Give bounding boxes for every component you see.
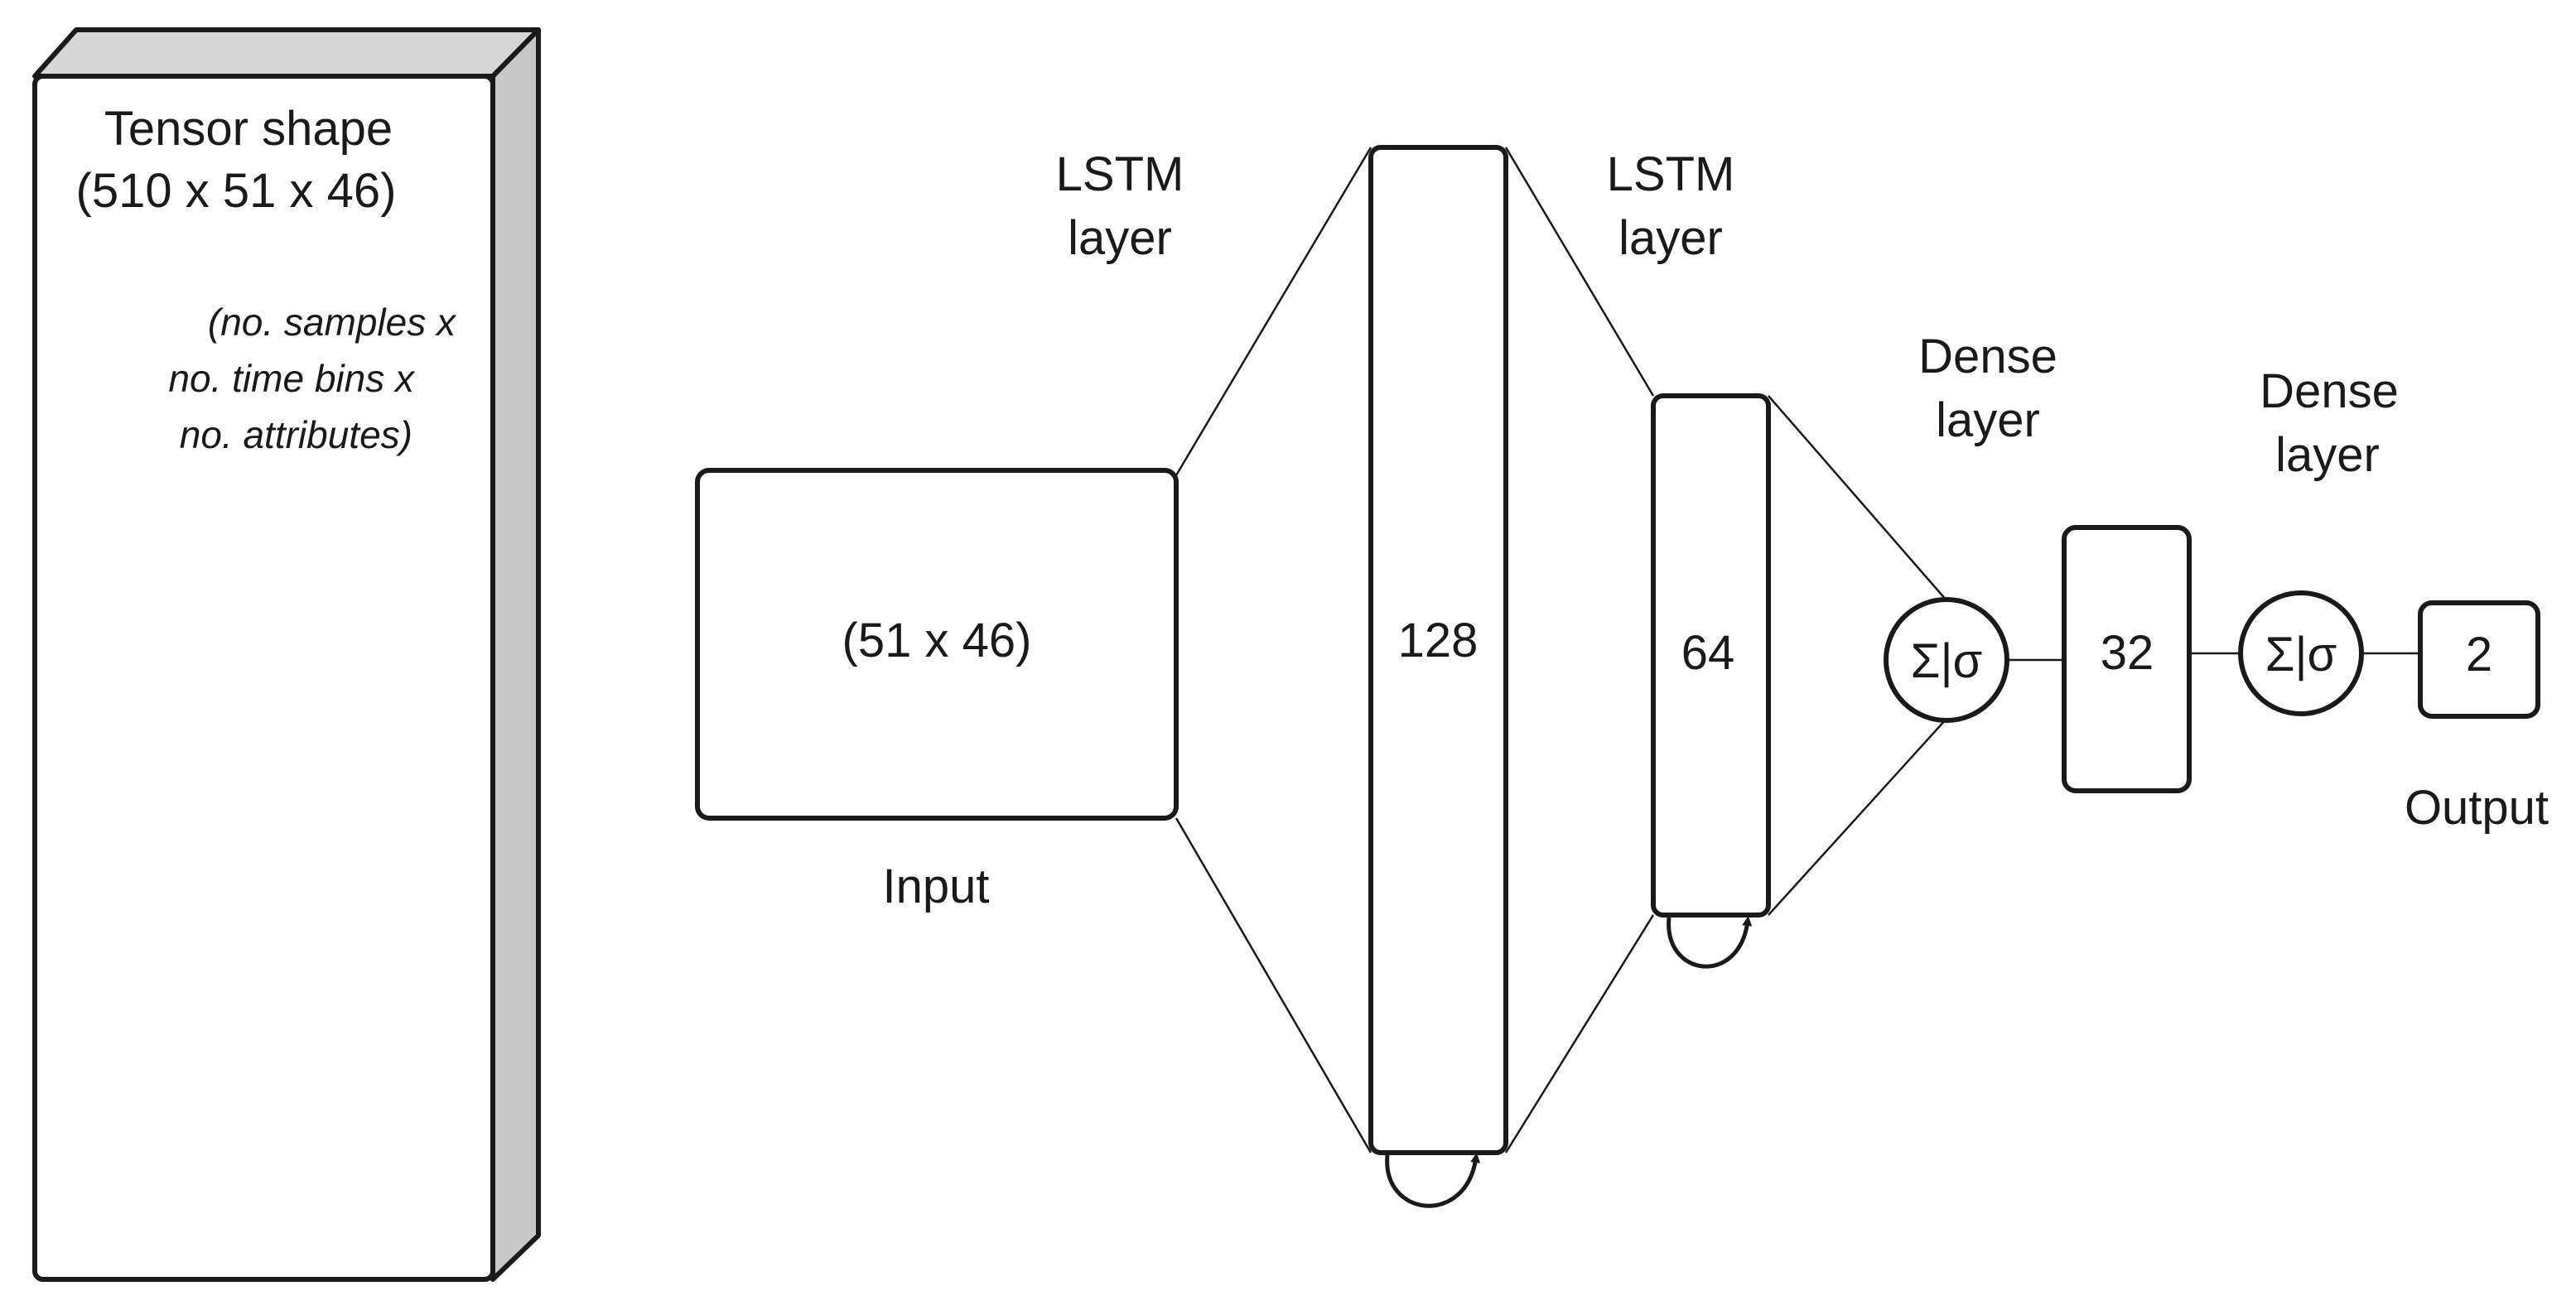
- connector-lstm1-lstm2-top: [1504, 147, 1655, 397]
- dense2-activation-node: [2238, 590, 2364, 716]
- dense-layer-1: Dense layer Σ|σ 32: [1884, 330, 2192, 793]
- lstm1-recurrent-loop-arrow: [1385, 1153, 1481, 1208]
- connector-input-lstm1-top: [1175, 147, 1372, 476]
- lstm2-units-text: 64: [1681, 626, 1735, 680]
- lstm-layer-1: LSTM layer 128: [1056, 145, 1508, 1208]
- dense1-label-line2: layer: [1936, 393, 2040, 447]
- lstm2-recurrent-loop-arrow: [1667, 916, 1753, 969]
- output-layer: 2 Output: [2405, 600, 2549, 835]
- connector-lstm2-dense1-bottom: [1768, 718, 1947, 916]
- output-units-text: 2: [2466, 628, 2492, 681]
- lstm1-units-text: 128: [1398, 614, 1479, 667]
- input-box: [695, 468, 1179, 821]
- tensor-block: Tensor shape (510 x 51 x 46) (no. sample…: [32, 27, 541, 1282]
- dense2-activation-text: Σ|σ: [2265, 628, 2337, 681]
- lstm2-label-line1: LSTM: [1607, 147, 1735, 201]
- dense1-label-line1: Dense: [1918, 330, 2057, 383]
- output-box: [2418, 600, 2540, 719]
- tensor-desc-line3: no. attributes): [180, 413, 412, 456]
- connector-input-lstm1-bottom: [1175, 817, 1372, 1153]
- lstm-layer-2: LSTM layer 64: [1607, 147, 1771, 969]
- tensor-block-side-face: [490, 27, 541, 1282]
- lstm1-label-line2: layer: [1068, 211, 1172, 265]
- input-shape-text: (51 x 46): [842, 614, 1032, 667]
- lstm1-label-line1: LSTM: [1056, 147, 1184, 201]
- lstm1-box: [1368, 145, 1508, 1155]
- tensor-block-front-face: [32, 74, 495, 1282]
- output-label: Output: [2405, 781, 2549, 835]
- tensor-desc-line1: (no. samples x: [208, 301, 457, 344]
- dense1-units-text: 32: [2101, 626, 2154, 680]
- tensor-title-line2: (510 x 51 x 46): [76, 164, 397, 218]
- lstm2-label-line2: layer: [1618, 211, 1723, 265]
- connector-lstm2-dense1-top: [1768, 395, 1947, 601]
- tensor-block-top-face: [32, 27, 541, 79]
- input-layer: (51 x 46) Input: [695, 468, 1179, 913]
- dense2-label-line1: Dense: [2260, 364, 2399, 418]
- dense1-activation-node: [1884, 597, 2009, 723]
- dense2-label-line2: layer: [2275, 428, 2380, 482]
- input-label: Input: [883, 860, 990, 913]
- dense1-activation-text: Σ|σ: [1911, 634, 1983, 688]
- connector-lstm1-lstm2-bottom: [1504, 914, 1655, 1153]
- connector-lines: [1175, 147, 2420, 1153]
- lstm2-box: [1651, 393, 1771, 917]
- tensor-title-line1: Tensor shape: [104, 102, 393, 156]
- dense-layer-2: Dense layer Σ|σ: [2238, 364, 2399, 716]
- dense1-units-box: [2062, 525, 2192, 793]
- tensor-desc-line2: no. time bins x: [168, 357, 416, 400]
